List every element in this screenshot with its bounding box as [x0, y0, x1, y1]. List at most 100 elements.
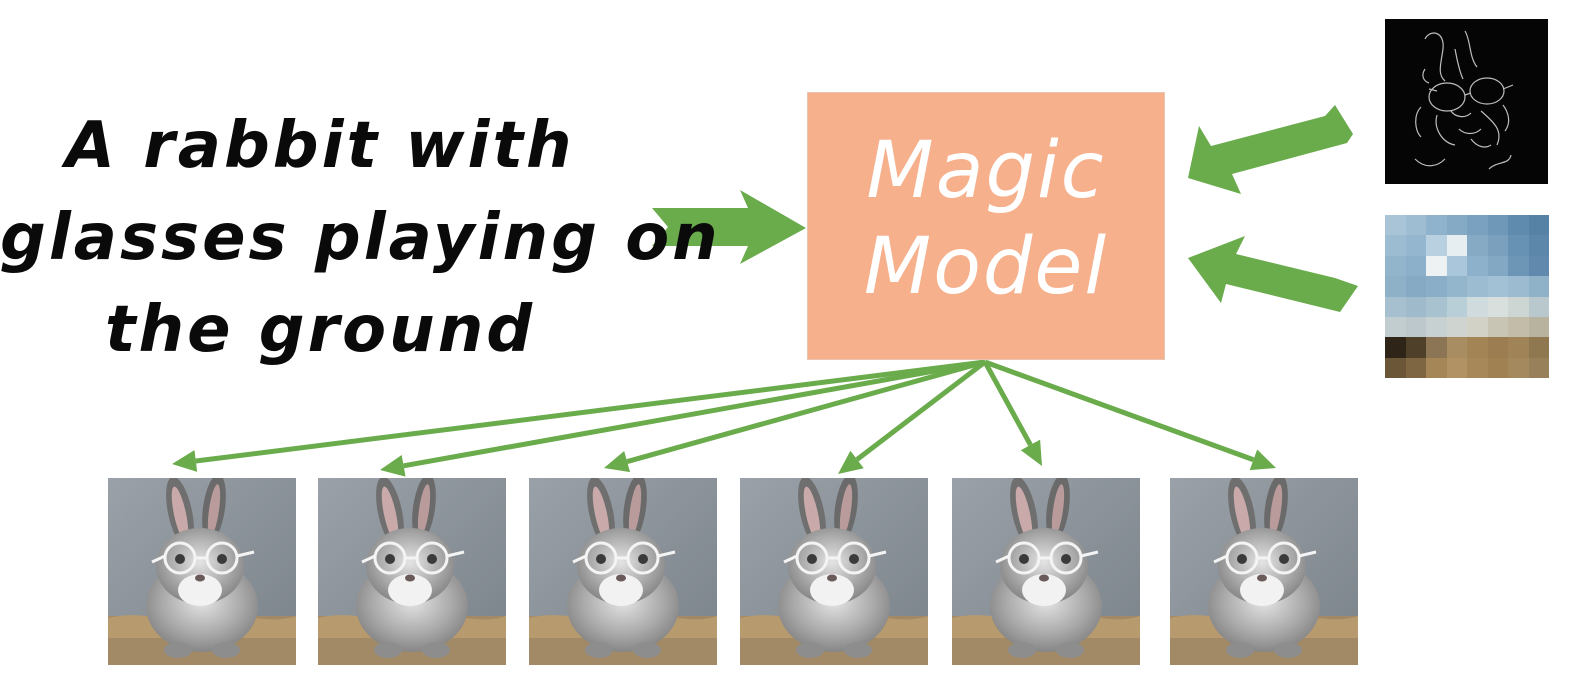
pixel-cell: [1467, 296, 1488, 317]
pixel-cell: [1385, 215, 1406, 236]
pixel-cell: [1508, 337, 1529, 358]
pixel-cell: [1426, 357, 1447, 378]
pixel-cell: [1446, 316, 1467, 338]
output-arrow-head: [838, 450, 864, 474]
output-arrow-line: [626, 359, 986, 464]
pixel-cell: [1508, 316, 1529, 338]
pixel-cell: [1385, 357, 1406, 378]
pixel-cell: [1508, 215, 1529, 236]
pixel-cell: [1528, 296, 1549, 317]
prompt-line-2: glasses playing on: [0, 201, 721, 275]
output-arrow-head: [172, 450, 198, 472]
pixelated-color-image: [1385, 215, 1549, 378]
rabbit-drawing: [529, 478, 717, 665]
pixel-cell: [1528, 337, 1549, 358]
edge-map-image: [1385, 19, 1548, 184]
pixel-cell: [1508, 235, 1529, 256]
output-arrows: [172, 359, 1276, 477]
prompt-to-model-arrow: [652, 190, 806, 264]
pixel-cell: [1405, 255, 1426, 277]
pixel-cell: [1508, 276, 1529, 297]
output-arrow-line: [195, 359, 986, 464]
pixel-cell: [1405, 235, 1426, 256]
pixel-cell: [1528, 276, 1549, 297]
pixel-cell: [1508, 255, 1529, 277]
pixel-cell: [1405, 337, 1426, 358]
output-arrow-head: [604, 450, 631, 473]
pixel-cell: [1426, 316, 1447, 338]
pixel-cell: [1446, 255, 1467, 277]
pixel-cell: [1467, 316, 1488, 338]
output-arrow-line: [855, 360, 987, 462]
pixel-cell: [1487, 276, 1508, 297]
pixel-cell: [1446, 276, 1467, 297]
pixel-cell: [1508, 296, 1529, 317]
pixel-cell: [1467, 276, 1488, 297]
pixel-cell: [1487, 296, 1508, 317]
output-image-rabbit: [952, 478, 1140, 665]
edge-to-model-arrow: [1188, 105, 1353, 194]
output-arrow-line: [984, 359, 1255, 463]
pixel-cell: [1467, 337, 1488, 358]
pixel-cell: [1446, 235, 1467, 256]
output-image-rabbit: [740, 478, 928, 665]
pixel-cell: [1487, 215, 1508, 236]
pixel-cell: [1405, 357, 1426, 378]
pixel-cell: [1385, 276, 1406, 297]
model-label: Magic Model: [808, 123, 1164, 315]
pixel-cell: [1528, 255, 1549, 277]
rabbit-drawing: [108, 478, 296, 665]
pixel-cell: [1405, 316, 1426, 338]
pixel-cell: [1426, 215, 1447, 236]
model-label-line-1: Magic: [866, 126, 1106, 216]
pixel-cell: [1467, 235, 1488, 256]
pixel-cell: [1528, 215, 1549, 236]
output-arrow-head: [380, 454, 406, 477]
pixel-cell: [1528, 316, 1549, 338]
pixel-cell: [1385, 235, 1406, 256]
pixel-cell: [1467, 215, 1488, 236]
pixel-cell: [1426, 235, 1447, 256]
rabbit-drawing: [1170, 478, 1358, 665]
text-prompt: A rabbit with glasses playing on the gro…: [0, 100, 721, 376]
pixel-cell: [1426, 276, 1447, 297]
pixel-cell: [1446, 337, 1467, 358]
pixel-cell: [1385, 337, 1406, 358]
pixel-to-model-arrow: [1188, 236, 1358, 312]
rabbit-drawing: [740, 478, 928, 665]
pixel-cell: [1467, 255, 1488, 277]
pixel-cell: [1405, 276, 1426, 297]
output-image-rabbit: [108, 478, 296, 665]
rabbit-drawing: [318, 478, 506, 665]
output-arrow-head: [1249, 449, 1276, 471]
pixel-cell: [1405, 296, 1426, 317]
pixel-cell: [1487, 316, 1508, 338]
output-image-rabbit: [318, 478, 506, 665]
pixel-cell: [1528, 235, 1549, 256]
pixel-cell: [1385, 255, 1406, 277]
pixel-cell: [1487, 337, 1508, 358]
pixel-cell: [1446, 296, 1467, 317]
output-arrow-line: [982, 360, 1033, 447]
output-image-rabbit: [1170, 478, 1358, 665]
prompt-line-3: the ground: [104, 293, 536, 367]
pixel-cell: [1426, 296, 1447, 317]
prompt-line-1: A rabbit with: [65, 109, 575, 183]
pixel-cell: [1446, 357, 1467, 378]
edge-map-drawing: [1414, 30, 1514, 170]
output-arrow-head: [1020, 439, 1042, 466]
pixel-cell: [1487, 235, 1508, 256]
pixel-cell: [1487, 255, 1508, 277]
model-label-line-2: Model: [863, 222, 1109, 312]
pixel-cell: [1487, 357, 1508, 378]
pixel-cell: [1426, 255, 1447, 277]
output-image-rabbit: [529, 478, 717, 665]
pixel-cell: [1508, 357, 1529, 378]
output-arrow-line: [403, 359, 986, 469]
pixel-cell: [1385, 316, 1406, 338]
rabbit-drawing: [952, 478, 1140, 665]
pixel-cell: [1426, 337, 1447, 358]
pixel-cell: [1405, 215, 1426, 236]
